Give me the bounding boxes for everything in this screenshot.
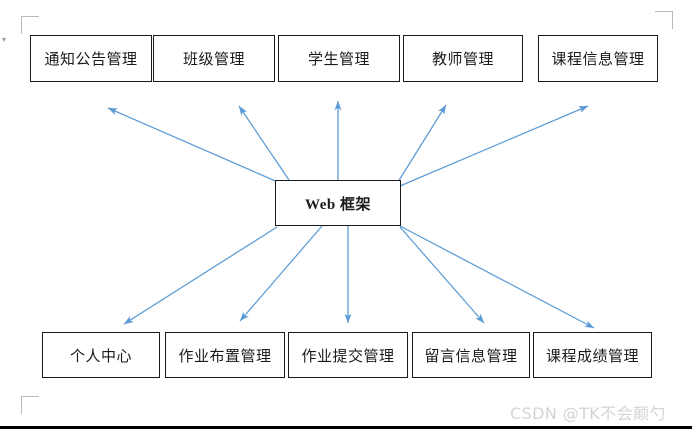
csdn-watermark: CSDN @TK不会颠勺 xyxy=(510,404,666,423)
node-label: 留言信息管理 xyxy=(424,348,518,365)
arrow-connector-3 xyxy=(397,104,447,183)
margin-mark-top-right xyxy=(655,11,673,29)
arrow-connector-0 xyxy=(107,107,281,184)
node-label: 作业布置管理 xyxy=(178,348,272,365)
node-label: 作业提交管理 xyxy=(301,348,395,365)
node-label: 课程成绩管理 xyxy=(545,348,639,365)
page-bottom-rule xyxy=(0,426,692,429)
node-label: 学生管理 xyxy=(307,52,370,68)
arrow-connector-4 xyxy=(399,105,589,187)
arrow-connector-5 xyxy=(123,226,278,325)
node-label: 通知公告管理 xyxy=(44,52,138,68)
node-center-web-framework[interactable]: Web 框架 xyxy=(275,180,401,226)
margin-mark-top-left xyxy=(21,16,39,34)
node-top-1[interactable]: 班级管理 xyxy=(153,35,275,82)
node-bottom-1[interactable]: 作业布置管理 xyxy=(165,332,285,378)
node-bottom-0[interactable]: 个人中心 xyxy=(42,332,160,378)
node-label: 教师管理 xyxy=(431,52,494,68)
node-label: 班级管理 xyxy=(182,52,245,68)
node-bottom-3[interactable]: 留言信息管理 xyxy=(412,332,530,378)
node-label: 课程信息管理 xyxy=(551,52,645,68)
node-label: 个人中心 xyxy=(69,348,132,365)
arrow-connector-9 xyxy=(399,225,595,329)
node-top-3[interactable]: 教师管理 xyxy=(403,35,523,82)
node-top-4[interactable]: 课程信息管理 xyxy=(538,35,658,82)
node-top-0[interactable]: 通知公告管理 xyxy=(30,35,152,82)
arrow-connector-6 xyxy=(239,225,323,322)
margin-mark-bottom-left xyxy=(21,396,39,414)
ruler-tick-icon: ▾ xyxy=(2,35,7,44)
node-top-2[interactable]: 学生管理 xyxy=(278,35,400,82)
arrow-connector-8 xyxy=(399,226,485,324)
node-bottom-2[interactable]: 作业提交管理 xyxy=(288,332,408,378)
node-label: Web 框架 xyxy=(305,196,371,213)
node-bottom-4[interactable]: 课程成绩管理 xyxy=(533,332,652,378)
arrow-connector-1 xyxy=(238,105,290,181)
